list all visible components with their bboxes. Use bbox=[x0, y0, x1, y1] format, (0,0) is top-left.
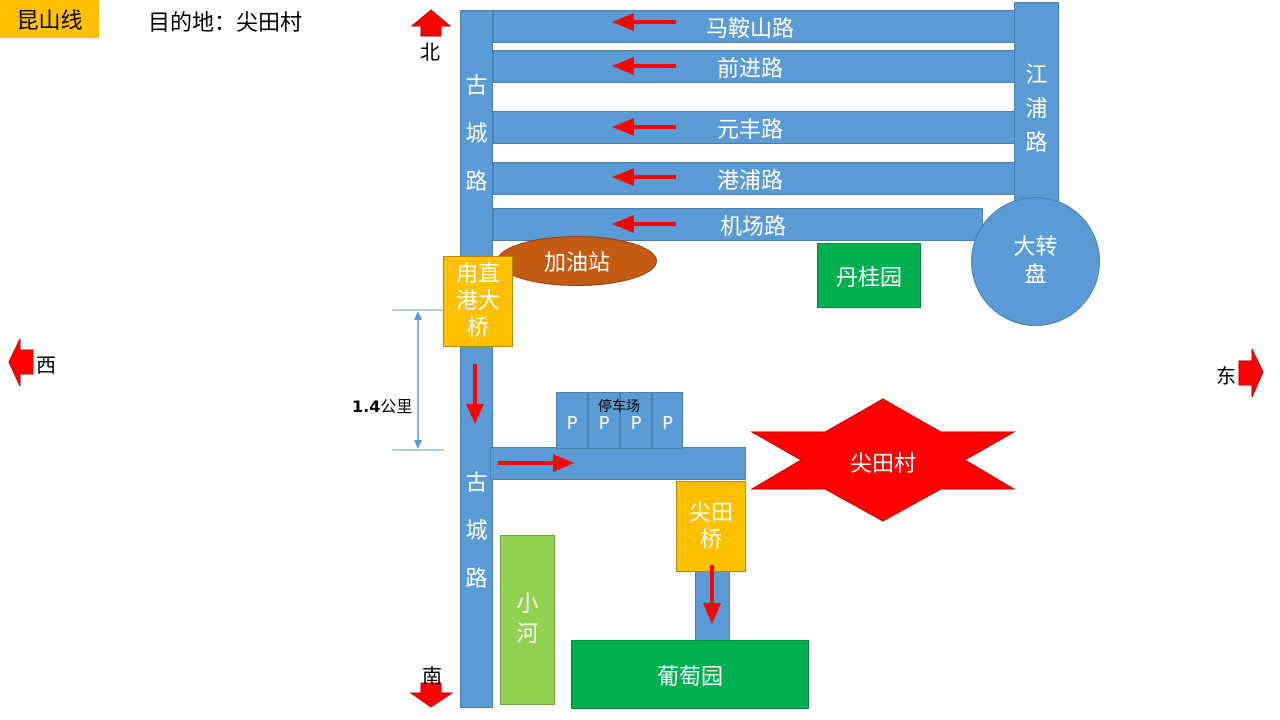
east-arrow-icon bbox=[1238, 348, 1264, 398]
parking-slot-2: P bbox=[588, 392, 620, 449]
arrow-branch-right-icon bbox=[498, 454, 574, 472]
arrow-gangpu-icon bbox=[612, 168, 676, 186]
north-label: 北 bbox=[420, 40, 440, 64]
distance-label: 1.4公里 bbox=[352, 393, 412, 417]
road-gangpu: 港浦路 bbox=[493, 162, 1017, 195]
road-masanshan-label: 马鞍山路 bbox=[705, 16, 794, 42]
village-label: 尖田村 bbox=[849, 452, 916, 477]
grape-garden-label: 葡萄园 bbox=[656, 664, 723, 690]
road-qianjin-label: 前进路 bbox=[716, 56, 783, 82]
west-label: 西 bbox=[36, 353, 56, 377]
road-gucheng-south-char-1: 古 bbox=[465, 471, 488, 496]
arrow-yuanfeng-icon bbox=[612, 118, 676, 136]
gas-station: 加油站 bbox=[497, 236, 657, 286]
road-jiangpu-char-1: 江 bbox=[1025, 62, 1048, 88]
arrow-qianjin-icon bbox=[612, 57, 676, 75]
village-star bbox=[750, 398, 1016, 522]
road-gucheng-south-char-2: 城 bbox=[465, 519, 488, 544]
distance-unit: 公里 bbox=[380, 397, 413, 416]
road-qianjin: 前进路 bbox=[493, 50, 1017, 83]
river: 小 河 bbox=[500, 535, 555, 705]
south-arrow-icon bbox=[409, 682, 454, 708]
parking-slot-3: P bbox=[620, 392, 652, 449]
roundabout: 大转 盘 bbox=[971, 197, 1100, 326]
gas-station-label: 加油站 bbox=[543, 251, 610, 276]
direction-arrows bbox=[466, 13, 721, 624]
parking-slot-1: P bbox=[556, 392, 588, 449]
distance-value: 1.4 bbox=[352, 397, 381, 416]
yongzhi-bridge-line-2: 港大 bbox=[455, 289, 500, 314]
road-jiangpu-char-3: 路 bbox=[1025, 130, 1048, 156]
road-yuanfeng: 元丰路 bbox=[493, 111, 1017, 144]
river-char-1: 小 bbox=[516, 592, 539, 617]
north-arrow-icon bbox=[410, 9, 452, 37]
river-char-2: 河 bbox=[516, 622, 539, 647]
roundabout-line-2: 盘 bbox=[1024, 262, 1047, 288]
dangui-garden-label: 丹桂园 bbox=[835, 265, 902, 291]
grape-garden: 葡萄园 bbox=[571, 640, 809, 709]
jiantian-bridge-line-1: 尖田 bbox=[688, 500, 733, 526]
line-label-text: 昆山线 bbox=[16, 9, 83, 34]
west-arrow-icon bbox=[8, 338, 34, 387]
line-label: 昆山线 bbox=[0, 0, 99, 38]
road-gucheng-south-char-3: 路 bbox=[465, 567, 488, 592]
road-gucheng-north-char-1: 古 bbox=[465, 74, 488, 99]
road-gucheng bbox=[460, 10, 493, 708]
yongzhi-bridge: 甪直 港大 桥 bbox=[443, 256, 513, 347]
parking-slot-4: P bbox=[652, 392, 683, 449]
road-gucheng-north-char-2: 城 bbox=[465, 122, 488, 147]
road-jichang-label: 机场路 bbox=[719, 214, 786, 240]
jiantian-bridge-line-2: 桥 bbox=[699, 527, 722, 553]
distance-dimension bbox=[392, 309, 444, 451]
road-gucheng-south-label: 古 城 路 bbox=[460, 462, 493, 602]
road-jiangpu-char-2: 浦 bbox=[1025, 96, 1048, 122]
parking-label: 停车场 bbox=[598, 399, 640, 415]
yongzhi-bridge-line-3: 桥 bbox=[466, 316, 489, 341]
road-gucheng-north-label: 古 城 路 bbox=[460, 65, 493, 205]
roundabout-line-1: 大转 bbox=[1013, 234, 1058, 260]
arrow-gucheng-down-icon bbox=[466, 364, 484, 424]
road-jiangpu: 江 浦 路 bbox=[1014, 2, 1059, 207]
road-yuanfeng-label: 元丰路 bbox=[716, 117, 783, 143]
yongzhi-bridge-line-1: 甪直 bbox=[455, 262, 500, 287]
dangui-garden: 丹桂园 bbox=[817, 243, 921, 308]
east-label: 东 bbox=[1216, 364, 1236, 388]
destination-label: 目的地：尖田村 bbox=[148, 11, 303, 36]
arrow-masanshan-icon bbox=[612, 13, 676, 31]
south-label: 南 bbox=[422, 664, 442, 688]
road-gucheng-north-char-3: 路 bbox=[465, 170, 488, 195]
road-gangpu-label: 港浦路 bbox=[716, 168, 783, 194]
arrow-jichang-icon bbox=[612, 215, 676, 233]
arrow-grape-down-icon bbox=[703, 565, 721, 624]
